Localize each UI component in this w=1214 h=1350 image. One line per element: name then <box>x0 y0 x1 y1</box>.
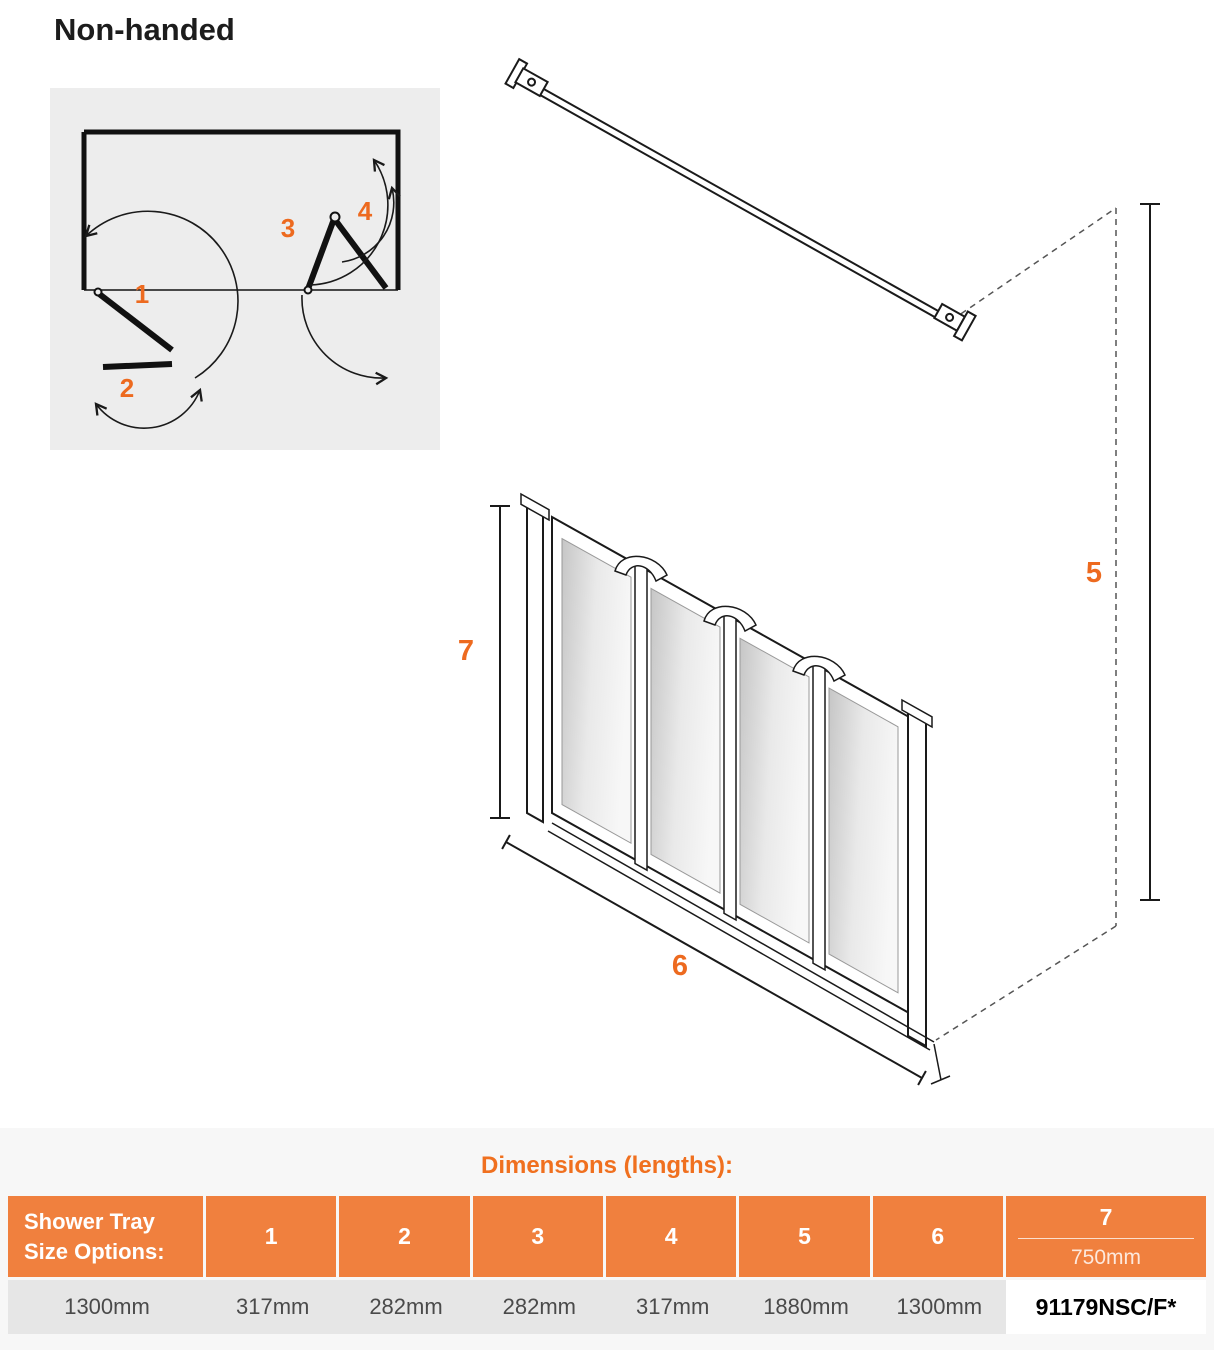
plan-label-1: 1 <box>135 279 149 309</box>
left-jamb-cap <box>520 492 550 522</box>
projection-dashed-lines <box>935 207 1117 1041</box>
glass-panel-4 <box>828 687 899 994</box>
dimension-line-5 <box>1140 203 1160 901</box>
dimensions-section: Dimensions (lengths): Shower Tray Size O… <box>0 1128 1214 1350</box>
rail-wall-bracket-right <box>932 302 977 342</box>
divider-bar <box>723 608 737 922</box>
dimension-line-7 <box>490 505 510 819</box>
header-col-3: 3 <box>472 1196 606 1280</box>
plan-label-3: 3 <box>281 213 295 243</box>
header-col-7-sub-value: 750mm <box>1070 1245 1141 1269</box>
left-wall-jamb <box>526 502 544 824</box>
right-post-cap <box>901 698 933 729</box>
header-col-2: 2 <box>339 1196 473 1280</box>
value-dim-5: 1880mm <box>739 1280 873 1334</box>
hinge-dot <box>93 287 103 297</box>
right-end-post <box>907 708 927 1048</box>
header-col-1: 1 <box>206 1196 340 1280</box>
plan-door-leaves <box>93 211 389 370</box>
value-tray-size: 1300mm <box>8 1280 206 1334</box>
header-col-5: 5 <box>739 1196 873 1280</box>
dimensions-title: Dimensions (lengths): <box>480 1152 733 1179</box>
hinge-dot <box>329 211 341 223</box>
isometric-drawing: 5 7 6 <box>458 57 1160 1086</box>
hinge-handle <box>614 555 668 583</box>
door-leaf-4 <box>333 219 389 290</box>
glass-panels <box>561 537 899 994</box>
glass-panel-1 <box>561 537 632 845</box>
plan-label-4: 4 <box>358 196 373 226</box>
dimension-label-5: 5 <box>1086 557 1102 589</box>
swing-arc-5 <box>301 294 389 386</box>
divider-bar <box>812 657 826 972</box>
value-dim-1: 317mm <box>206 1280 340 1334</box>
dimension-line-6 <box>501 834 927 1086</box>
door-leaf-1 <box>96 290 174 353</box>
page-title: Non-handed <box>54 12 235 47</box>
hinge-handles <box>614 555 846 683</box>
glass-panel-3 <box>739 637 810 944</box>
plan-label-2: 2 <box>120 373 134 403</box>
plan-view-diagram: 1 2 3 4 <box>50 88 440 450</box>
panel-dividers <box>634 558 826 972</box>
header-shower-tray: Shower Tray Size Options: <box>8 1196 206 1280</box>
plan-walls <box>81 129 401 291</box>
hinge-dot <box>303 285 313 295</box>
hinge-handle <box>703 605 757 633</box>
dimensions-table: Shower Tray Size Options: 1 2 3 4 5 6 7 … <box>8 1196 1206 1334</box>
door-leaf-2 <box>102 361 173 370</box>
value-dim-3: 282mm <box>472 1280 606 1334</box>
plan-panel-background <box>50 88 440 450</box>
divider-bar <box>634 558 648 872</box>
swing-arc-4 <box>341 185 401 263</box>
dimension-label-7: 7 <box>458 635 474 667</box>
value-dim-4: 317mm <box>605 1280 740 1334</box>
header-col-7-label: 7 <box>1099 1203 1113 1230</box>
plan-swing-arcs <box>84 158 401 429</box>
part-number: 91179NSC/F* <box>1005 1280 1206 1334</box>
top-rail <box>504 57 977 342</box>
door-leaf-3 <box>305 217 337 291</box>
swing-arc-2 <box>94 387 203 429</box>
header-col-7: 7 750mm <box>1005 1196 1206 1280</box>
bottom-tray-rail <box>547 822 951 1085</box>
header-col-7-divider <box>1017 1237 1194 1239</box>
glass-panel-2 <box>650 587 721 894</box>
header-col-4: 4 <box>605 1196 740 1280</box>
hinge-handle <box>792 655 846 683</box>
header-col-6: 6 <box>872 1196 1006 1280</box>
header-shower-tray-label: Shower Tray Size Options: <box>24 1208 165 1264</box>
dimension-label-6: 6 <box>672 950 688 982</box>
value-dim-2: 282mm <box>339 1280 473 1334</box>
swing-arc-1 <box>84 210 239 379</box>
value-dim-6: 1300mm <box>872 1280 1006 1334</box>
rail-wall-bracket-left <box>504 57 550 98</box>
folding-screen <box>520 492 951 1085</box>
technical-drawing: 1 2 3 4 <box>50 57 1160 1086</box>
